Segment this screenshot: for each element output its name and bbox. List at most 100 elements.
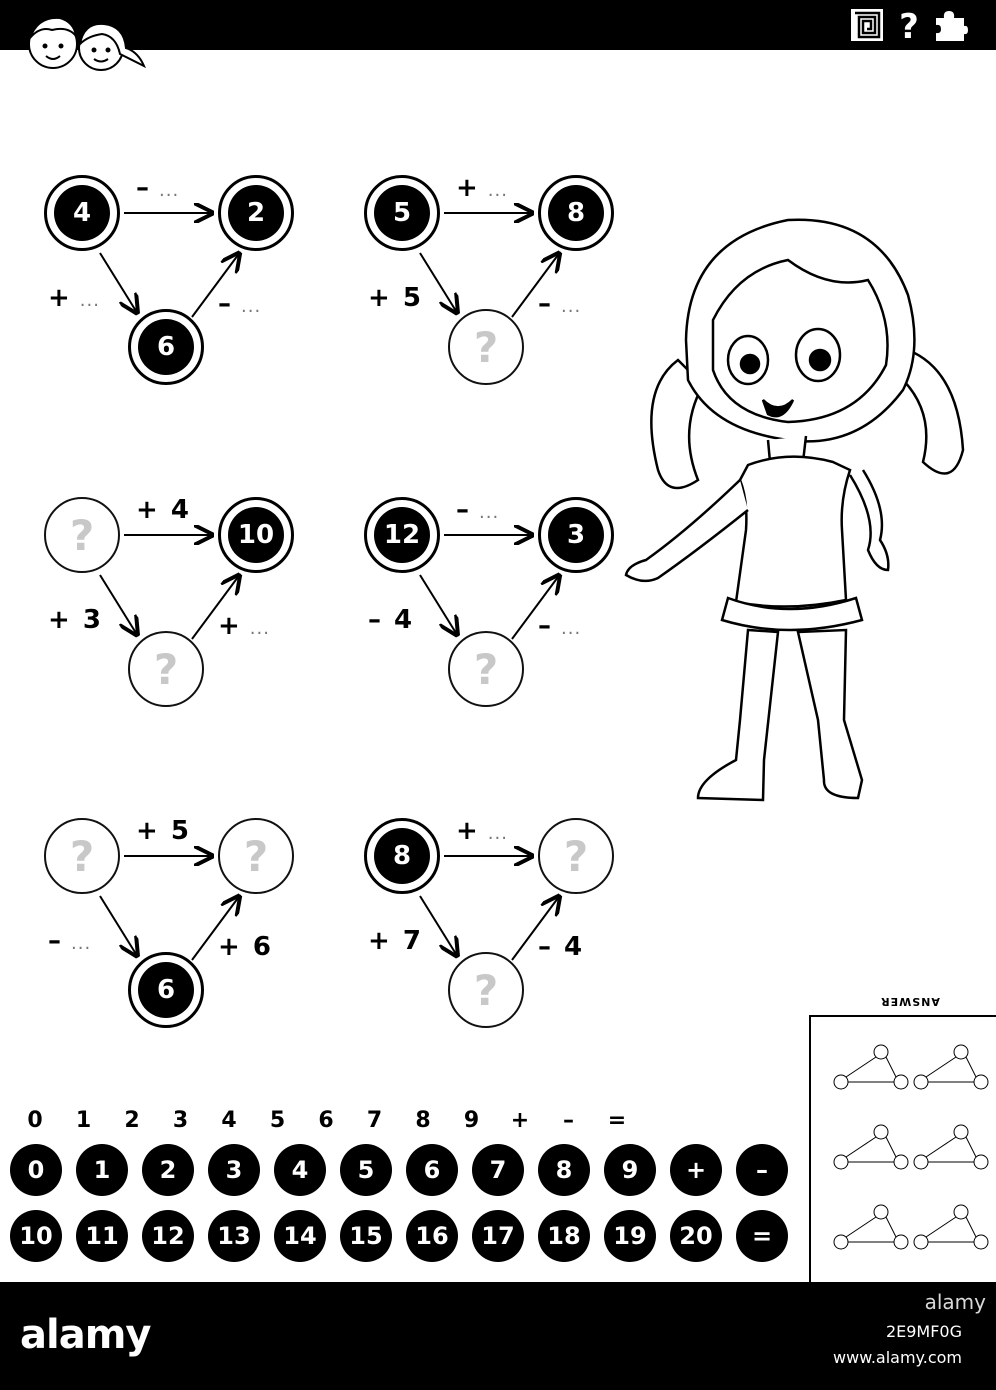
number-value: 6: [138, 962, 194, 1018]
operation-symbol: +: [218, 611, 242, 641]
number-value: 8: [548, 185, 604, 241]
number-tile[interactable]: 5: [340, 1144, 392, 1196]
number-tile[interactable]: –: [736, 1144, 788, 1196]
answer-blank[interactable]: ...: [241, 296, 262, 317]
number-value: 4: [54, 185, 110, 241]
number-tile[interactable]: =: [736, 1210, 788, 1262]
number-circle: 10: [218, 497, 294, 573]
operation-right: –...: [538, 289, 581, 319]
puzzle-arrows: [419, 497, 624, 717]
palette-digit: 7: [366, 1108, 383, 1133]
answer-blank[interactable]: ...: [487, 823, 508, 844]
number-tile[interactable]: 13: [208, 1210, 260, 1262]
unknown-circle[interactable]: ?: [448, 631, 524, 707]
number-circle: 3: [538, 497, 614, 573]
number-tile[interactable]: 14: [274, 1210, 326, 1262]
number-tile[interactable]: 3: [208, 1144, 260, 1196]
operation-right: –...: [538, 611, 581, 641]
answer-panel: [809, 1015, 996, 1282]
number-tile[interactable]: 9: [604, 1144, 656, 1196]
answer-blank[interactable]: ...: [561, 618, 582, 639]
operation-symbol: –: [48, 926, 63, 956]
operation-symbol: + 3: [48, 605, 103, 635]
answer-blank[interactable]: ...: [159, 180, 180, 201]
number-tile[interactable]: 16: [406, 1210, 458, 1262]
operation-right: +...: [218, 611, 270, 641]
answer-blank[interactable]: ...: [249, 618, 270, 639]
question-mark: ?: [473, 322, 499, 372]
svg-text:?: ?: [899, 8, 919, 42]
arrow-left: [419, 895, 456, 954]
unknown-circle[interactable]: ?: [538, 818, 614, 894]
question-mark: ?: [153, 644, 179, 694]
unknown-circle[interactable]: ?: [128, 631, 204, 707]
number-tile[interactable]: 12: [142, 1210, 194, 1262]
number-circle: 8: [364, 818, 440, 894]
number-tile[interactable]: 11: [76, 1210, 128, 1262]
question-mark: ?: [69, 831, 95, 881]
palette-digit: 9: [463, 1108, 480, 1133]
unknown-circle[interactable]: ?: [44, 497, 120, 573]
operation-right: – 4: [538, 932, 584, 962]
operation-symbol: – 4: [368, 605, 415, 635]
palette-digit: +: [510, 1108, 530, 1133]
palette-digit: 6: [318, 1108, 334, 1133]
answer-blank[interactable]: ...: [79, 290, 100, 311]
question-mark: ?: [69, 510, 95, 560]
operation-symbol: –: [538, 611, 553, 641]
operation-symbol: + 5: [136, 816, 191, 846]
number-tile[interactable]: 1: [76, 1144, 128, 1196]
number-tile[interactable]: 19: [604, 1210, 656, 1262]
number-value: 8: [374, 828, 430, 884]
operation-symbol: + 7: [368, 926, 423, 956]
palette-digit: 3: [172, 1108, 189, 1133]
palette-digit: 8: [415, 1108, 431, 1133]
operation-symbol: +: [456, 173, 480, 203]
unknown-circle[interactable]: ?: [448, 952, 524, 1028]
number-circle: 4: [44, 175, 120, 251]
top-icons: ?: [850, 8, 968, 42]
operation-left: – 4: [368, 605, 414, 635]
unknown-circle[interactable]: ?: [218, 818, 294, 894]
number-tile[interactable]: 18: [538, 1210, 590, 1262]
number-tile[interactable]: +: [670, 1144, 722, 1196]
answer-blank[interactable]: ...: [487, 180, 508, 201]
number-tile[interactable]: 17: [472, 1210, 524, 1262]
operation-right: + 6: [218, 932, 273, 962]
number-tile[interactable]: 4: [274, 1144, 326, 1196]
palette-digit: –: [563, 1108, 574, 1133]
operation-symbol: –: [538, 289, 553, 319]
answer-blank[interactable]: ...: [561, 296, 582, 317]
palette-digit: 5: [269, 1108, 286, 1133]
arrow-right: [511, 577, 558, 640]
answer-thumbnails: [833, 1044, 989, 1250]
operation-symbol: –: [218, 289, 233, 319]
arrow-right: [191, 255, 238, 318]
watermark: alamy: [924, 1290, 986, 1314]
number-tile[interactable]: 20: [670, 1210, 722, 1262]
arrow-right: [511, 898, 558, 961]
question-mark: ?: [243, 831, 269, 881]
arrow-right: [511, 255, 558, 318]
operation-symbol: +: [456, 816, 480, 846]
kids-faces-icon: [28, 16, 146, 71]
number-tile[interactable]: 7: [472, 1144, 524, 1196]
answer-blank[interactable]: ...: [71, 933, 92, 954]
number-tile[interactable]: 15: [340, 1210, 392, 1262]
number-tile[interactable]: 8: [538, 1144, 590, 1196]
operation-left: + 7: [368, 926, 423, 956]
number-tile[interactable]: 0: [10, 1144, 62, 1196]
number-tile[interactable]: 10: [10, 1210, 62, 1262]
answer-blank[interactable]: ...: [479, 502, 500, 523]
number-value: 5: [374, 185, 430, 241]
question-mark: ?: [563, 831, 589, 881]
unknown-circle[interactable]: ?: [448, 309, 524, 385]
operation-top: –...: [136, 173, 179, 203]
number-tile[interactable]: 2: [142, 1144, 194, 1196]
number-circle: 6: [128, 952, 204, 1028]
number-value: 12: [374, 507, 430, 563]
maze-icon: [851, 9, 883, 41]
unknown-circle[interactable]: ?: [44, 818, 120, 894]
number-tile[interactable]: 6: [406, 1144, 458, 1196]
operation-symbol: + 5: [368, 283, 423, 313]
